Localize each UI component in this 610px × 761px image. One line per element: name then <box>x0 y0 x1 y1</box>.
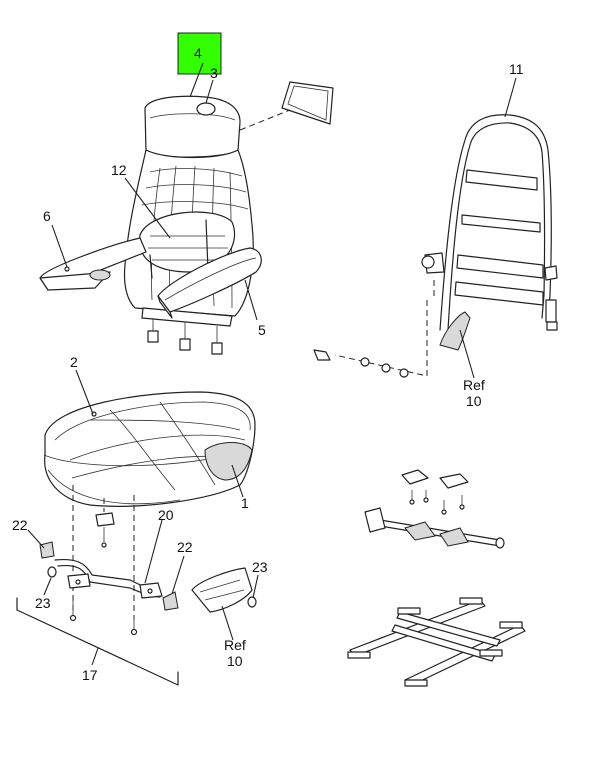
callout-3: 3 <box>210 65 218 81</box>
seat-back <box>123 95 254 355</box>
callout-ref-10-top: Ref <box>463 377 485 393</box>
callout-23-right: 23 <box>252 559 268 575</box>
right-armrest <box>157 247 262 319</box>
callout-20: 20 <box>158 507 174 523</box>
seat-cushion <box>43 391 256 507</box>
callout-22-left: 22 <box>12 517 28 533</box>
callout-2: 2 <box>70 354 78 370</box>
callout-12: 12 <box>111 162 127 178</box>
seat-frame <box>313 114 558 378</box>
callout-17: 17 <box>82 667 98 683</box>
highlight-box-4[interactable] <box>177 32 222 75</box>
lower-mechanism <box>16 485 257 686</box>
callout-22-right: 22 <box>177 539 193 555</box>
callout-23-left: 23 <box>35 595 51 611</box>
back-panel-detail <box>239 81 334 131</box>
callout-4: 4 <box>194 45 202 61</box>
seat-track-assembly <box>347 597 526 687</box>
callout-11: 11 <box>509 61 524 77</box>
callout-6: 6 <box>43 208 51 224</box>
callout-ref-10-bottom: Ref <box>224 637 246 653</box>
left-armrest <box>39 237 147 291</box>
slide-handle-assembly <box>364 469 505 549</box>
callout-5: 5 <box>258 322 266 338</box>
callout-1: 1 <box>241 495 249 511</box>
leader-lines <box>27 62 517 666</box>
callout-10-bottom: 10 <box>227 653 243 669</box>
callout-labels: 3 11 12 6 5 Ref 10 2 1 22 20 22 23 23 Re… <box>12 61 524 683</box>
callout-10-top: 10 <box>466 393 482 409</box>
